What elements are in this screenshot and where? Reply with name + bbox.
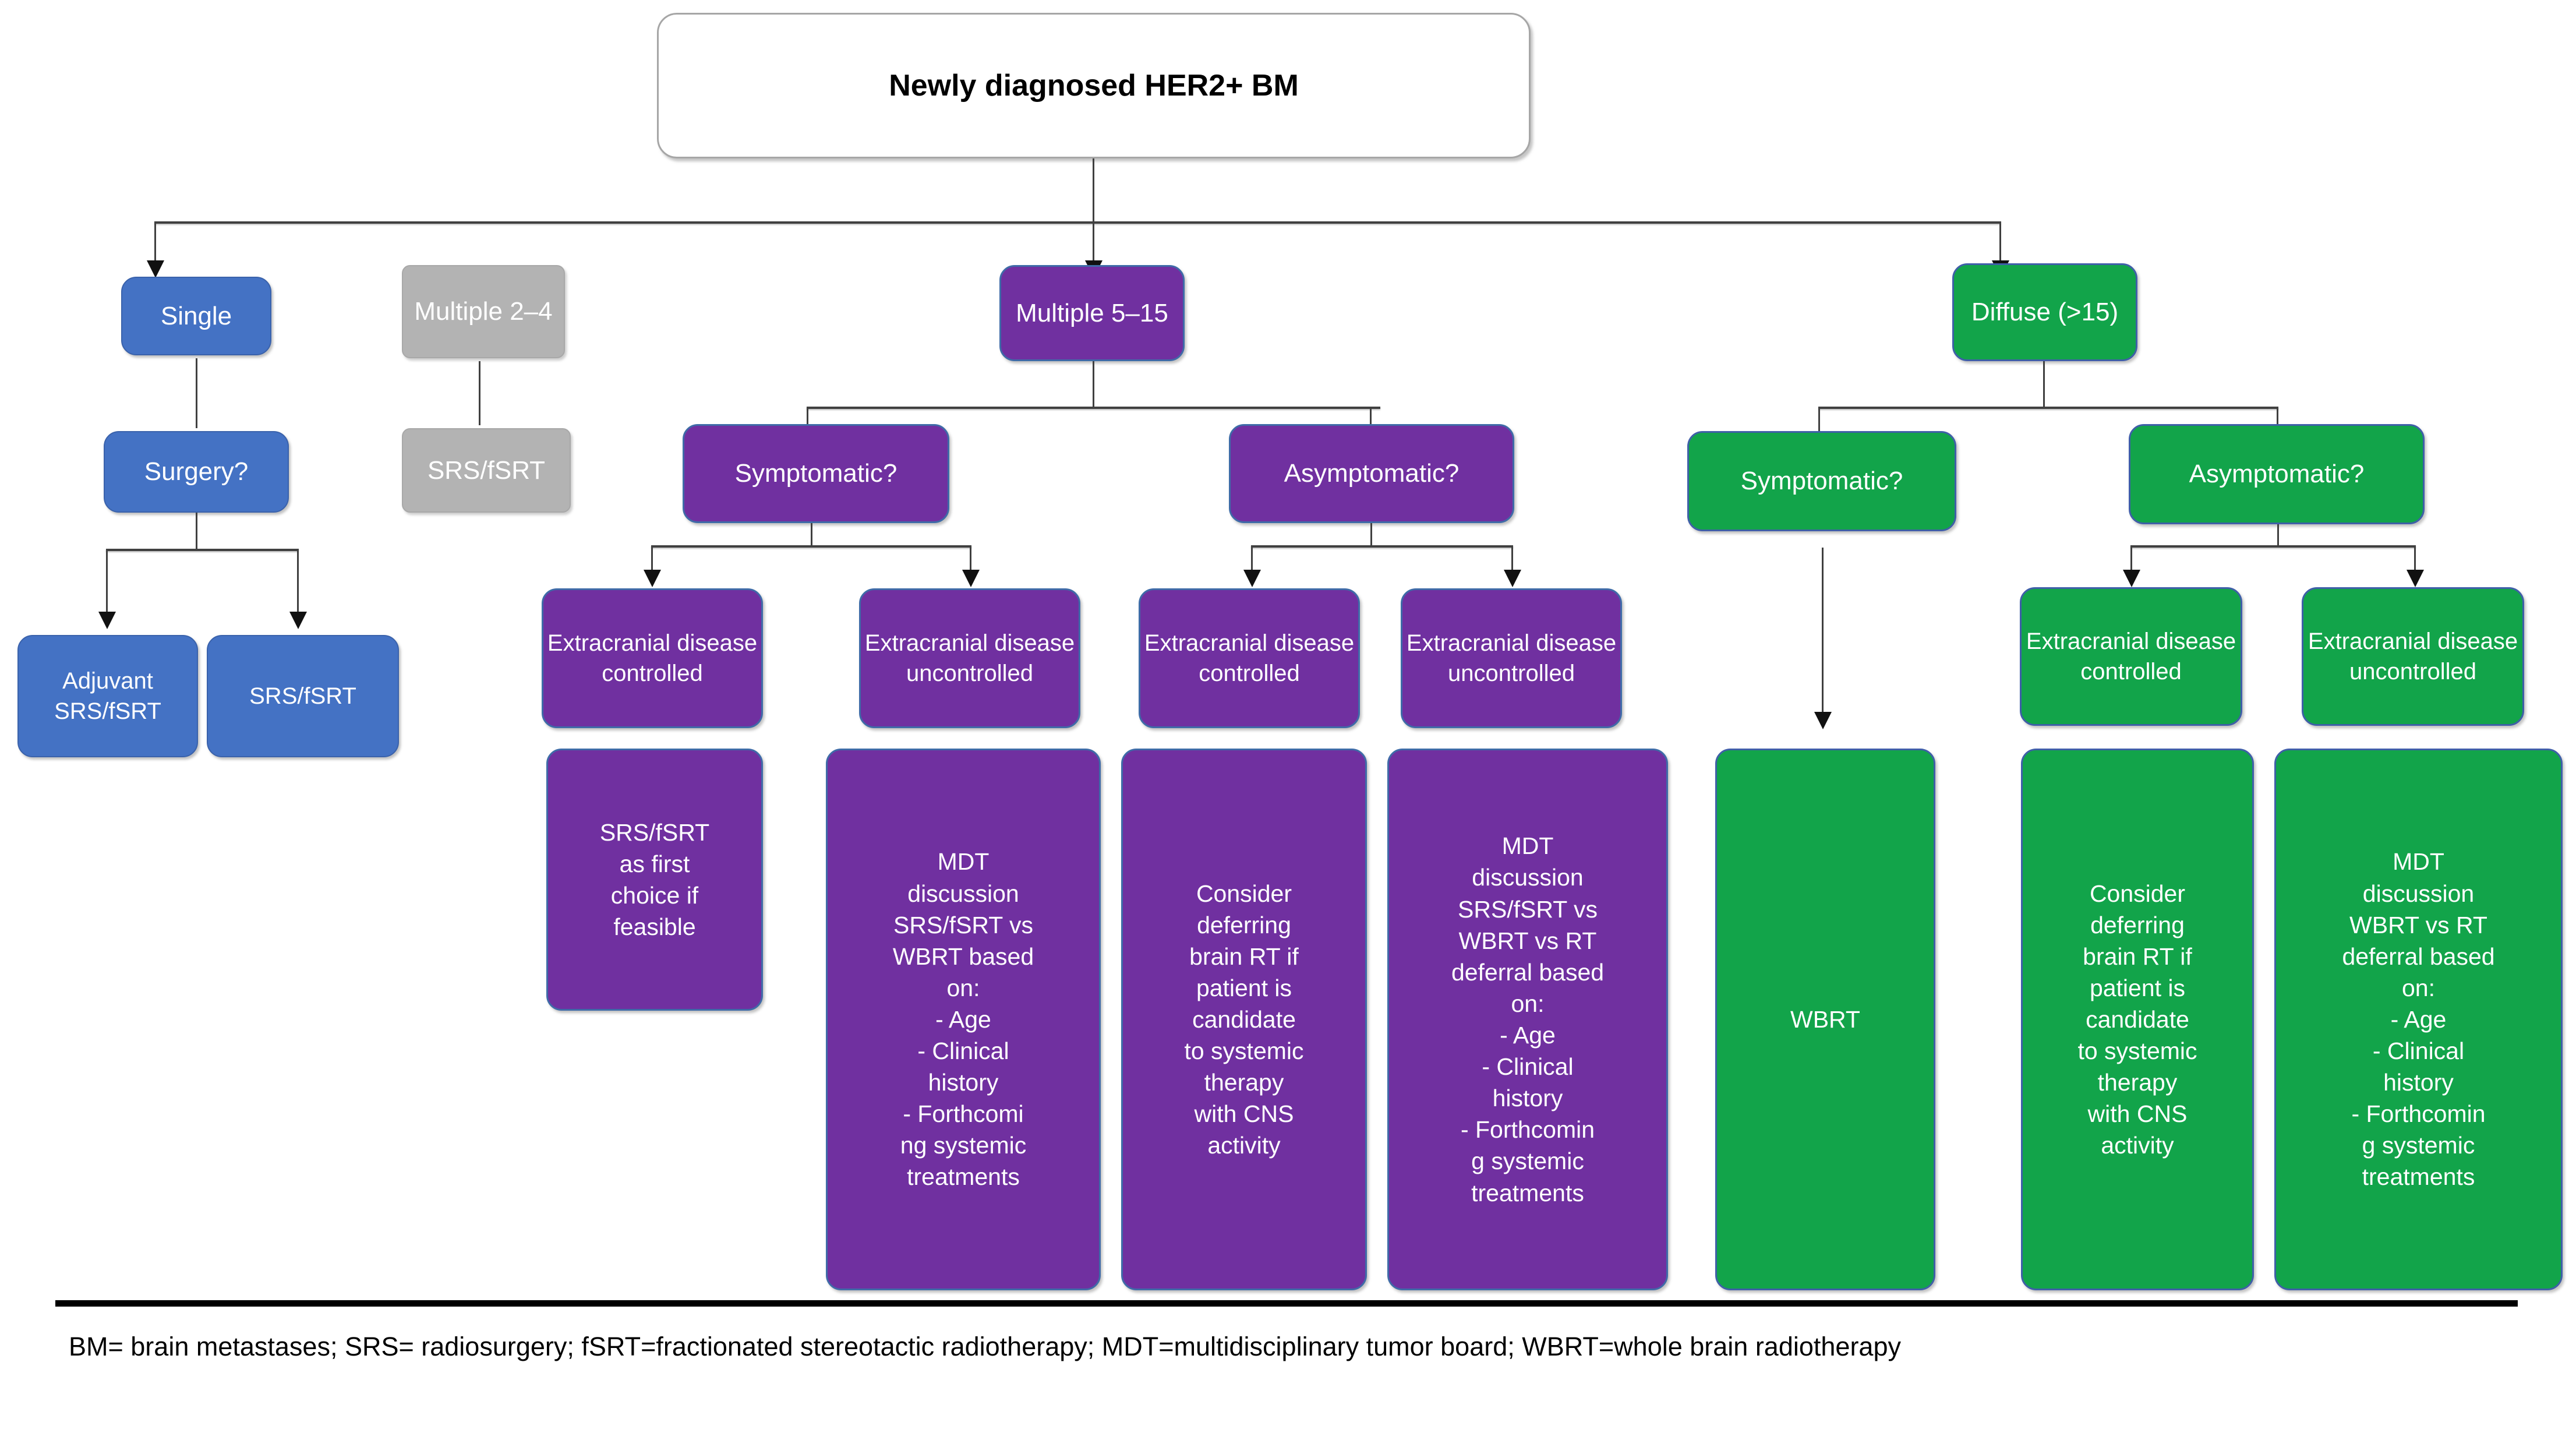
node-recommendation-mdt-srs-wbrt-rt-label: MDT discussion SRS/fSRT vs WBRT vs RT de… [1451,832,1605,1206]
node-ec-controlled-purple-label: Extracranial disease controlled [547,630,758,686]
connector-symptomatic-green-to-wbrt [1822,548,1824,717]
connector-5-15-stem [1093,361,1094,409]
connector-asym-green-right [2414,545,2416,573]
node-ec-controlled-green-label: Extracranial disease controlled [2026,629,2236,684]
connector-diffuse-left [1818,407,1820,440]
node-recommendation-srs-first-choice: SRS/fSRT as first choice if feasible [546,749,763,1011]
node-recommendation-defer-green-label: Consider deferring brain RT if patient i… [2077,880,2197,1159]
connector-5-15-left [807,407,808,440]
node-recommendation-wbrt-label: WBRT [1790,1005,1860,1033]
connector-asym-green-stem [2277,524,2279,548]
connector-diffuse-stem [2043,361,2045,409]
connector-root-stem [1093,158,1094,223]
node-multiple-5-15-label: Multiple 5–15 [1016,298,1168,327]
node-recommendation-mdt-wbrt-rt-label: MDT discussion WBRT vs RT deferral based… [2342,848,2495,1191]
node-symptomatic-purple: Symptomatic? [683,424,949,523]
arrowhead-single [147,260,164,278]
node-recommendation-mdt-wbrt-rt: MDT discussion WBRT vs RT deferral based… [2274,749,2563,1290]
connector-asym-purple-bus [1251,545,1513,548]
node-srs-fsrt-multiple-2-4: SRS/fSRT [402,428,571,513]
node-recommendation-srs-first-choice-label: SRS/fSRT as first choice if feasible [599,818,710,941]
connector-5-15-bus [807,407,1380,409]
legend-text: BM= brain metastases; SRS= radiosurgery;… [69,1332,1901,1361]
footer-divider [55,1300,2518,1307]
node-asymptomatic-purple-label: Asymptomatic? [1284,459,1460,488]
node-multiple-2-4-label: Multiple 2–4 [414,297,553,326]
connector-sym-purple-stem [811,523,812,548]
node-ec-uncontrolled-purple-2: Extracranial disease uncontrolled [1401,588,1622,728]
connector-asym-purple-left [1251,545,1253,573]
node-symptomatic-purple-label: Symptomatic? [734,459,897,488]
node-diffuse-label: Diffuse (>15) [1971,298,2119,327]
legend-abbreviations: BM= brain metastases; SRS= radiosurgery;… [69,1328,2509,1365]
connector-sym-purple-left [651,545,653,573]
node-symptomatic-green: Symptomatic? [1687,431,1956,531]
connector-5-15-right [1370,407,1372,440]
node-ec-uncontrolled-purple: Extracranial disease uncontrolled [859,588,1080,728]
node-ec-uncontrolled-green-label: Extracranial disease uncontrolled [2308,629,2518,684]
connector-diffuse-right [2277,407,2278,440]
arrowhead-ec-controlled-green [2123,570,2140,587]
node-multiple-5-15: Multiple 5–15 [999,265,1185,361]
node-ec-uncontrolled-purple-label: Extracranial disease uncontrolled [864,630,1075,686]
node-recommendation-mdt-srs-vs-wbrt-label: MDT discussion SRS/fSRT vs WBRT based on… [892,848,1034,1191]
node-single-label: Single [160,301,232,330]
connector-main-bus [154,221,2001,224]
connector-asym-purple-stem [1370,523,1372,548]
arrowhead-ec-uncontrolled-purple-2 [1504,570,1521,587]
node-srs-fsrt-single: SRS/fSRT [207,635,399,757]
node-ec-controlled-green: Extracranial disease controlled [2020,587,2242,726]
connector-single-to-surgery [196,358,197,428]
connector-drop-single [154,221,156,265]
connector-multiple-2-4-stem [479,361,480,425]
connector-diffuse-bus [1818,407,2278,409]
node-ec-uncontrolled-purple-2-label: Extracranial disease uncontrolled [1406,630,1617,686]
node-srs-fsrt-single-label: SRS/fSRT [249,683,356,709]
connector-surgery-right [297,549,299,616]
node-diffuse: Diffuse (>15) [1952,263,2137,361]
node-recommendation-defer-green: Consider deferring brain RT if patient i… [2021,749,2254,1290]
connector-surgery-bus [106,549,298,551]
arrowhead-srs-fsrt-single [289,612,307,629]
arrowhead-ec-uncontrolled-purple [962,570,980,587]
node-ec-controlled-purple: Extracranial disease controlled [542,588,763,728]
root-node-label: Newly diagnosed HER2+ BM [889,68,1299,103]
node-recommendation-mdt-srs-wbrt-rt: MDT discussion SRS/fSRT vs WBRT vs RT de… [1387,749,1668,1290]
arrowhead-ec-uncontrolled-green [2407,570,2424,587]
node-srs-fsrt-2-4-label: SRS/fSRT [427,456,546,485]
connector-asym-purple-right [1511,545,1513,573]
arrowhead-adjuvant [98,612,116,629]
node-ec-controlled-purple-2-label: Extracranial disease controlled [1144,630,1355,686]
connector-surgery-stem [196,513,197,550]
node-asymptomatic-green: Asymptomatic? [2129,424,2425,524]
connector-sym-purple-bus [651,545,971,548]
connector-asym-green-bus [2130,545,2416,548]
node-asymptomatic-purple: Asymptomatic? [1229,424,1514,523]
connector-drop-multiple-5-15 [1093,221,1094,265]
node-single: Single [121,277,271,355]
arrowhead-ec-controlled-purple [644,570,661,587]
node-ec-uncontrolled-green: Extracranial disease uncontrolled [2302,587,2524,726]
node-adjuvant-srs-fsrt: Adjuvant SRS/fSRT [17,635,198,757]
connector-sym-purple-right [970,545,971,573]
arrowhead-ec-controlled-purple-2 [1243,570,1261,587]
node-recommendation-mdt-srs-vs-wbrt: MDT discussion SRS/fSRT vs WBRT based on… [826,749,1101,1290]
node-surgery-label: Surgery? [144,457,249,486]
node-recommendation-defer-purple: Consider deferring brain RT if patient i… [1121,749,1367,1290]
connector-surgery-left [106,549,108,616]
node-symptomatic-green-label: Symptomatic? [1740,467,1903,496]
root-node-newly-diagnosed: Newly diagnosed HER2+ BM [657,13,1531,158]
node-multiple-2-4: Multiple 2–4 [402,265,565,358]
node-surgery-decision: Surgery? [104,431,289,513]
node-adjuvant-label: Adjuvant SRS/fSRT [54,668,161,724]
node-recommendation-wbrt: WBRT [1715,749,1935,1290]
connector-drop-diffuse [1999,221,2001,265]
connector-asym-green-left [2130,545,2132,573]
node-asymptomatic-green-label: Asymptomatic? [2189,460,2365,489]
node-ec-controlled-purple-2: Extracranial disease controlled [1139,588,1360,728]
arrowhead-wbrt [1814,712,1832,729]
node-recommendation-defer-purple-label: Consider deferring brain RT if patient i… [1184,880,1304,1159]
